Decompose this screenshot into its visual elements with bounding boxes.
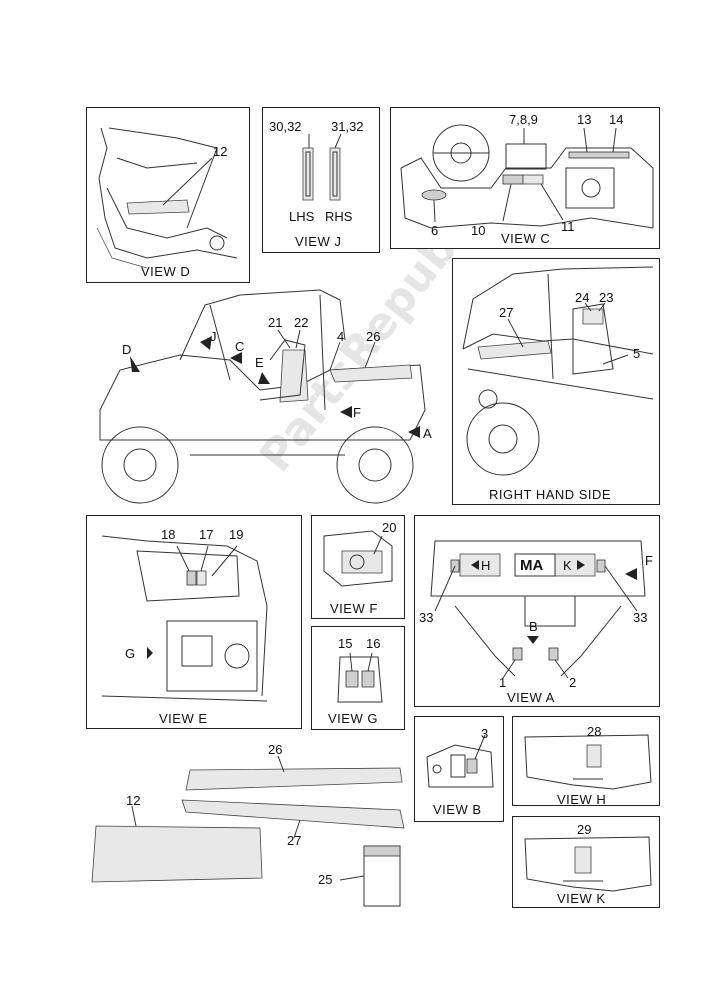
view-j-panel: 30,32 31,32 LHS RHS VIEW J [262, 107, 380, 253]
view-j-title: VIEW J [295, 234, 342, 249]
main-callout-4: 4 [337, 329, 345, 344]
view-a-title: VIEW A [507, 690, 555, 705]
main-arrow-e: E [255, 355, 264, 370]
loose-callout-27: 27 [287, 833, 302, 848]
view-j-callout-left: 30,32 [269, 119, 302, 134]
view-j-drawing [302, 133, 342, 201]
view-a-drawing [430, 540, 646, 679]
view-k-title: VIEW K [557, 891, 606, 906]
view-b-title: VIEW B [433, 802, 482, 817]
view-d-drawing [96, 127, 238, 269]
view-a-callout-33-right: 33 [633, 610, 648, 625]
view-g-drawing [337, 652, 383, 703]
view-a-callout-1: 1 [499, 675, 507, 690]
right-hand-side-panel: 27 24 23 5 RIGHT HAND SIDE [452, 258, 660, 505]
view-k-callout-29: 29 [577, 822, 592, 837]
rhs-callout-23: 23 [599, 290, 614, 305]
view-g-callout-15: 15 [338, 636, 353, 651]
main-callout-21: 21 [268, 315, 283, 330]
view-a-panel: MA H K F B 33 33 1 2 VIEW A [414, 515, 660, 707]
view-b-panel: 3 VIEW B [414, 716, 504, 822]
main-callout-26: 26 [366, 329, 381, 344]
view-e-drawing [101, 535, 268, 702]
view-a-arrow-k: K [563, 558, 572, 573]
view-a-callout-33-left: 33 [419, 610, 434, 625]
view-k-drawing [524, 836, 652, 892]
view-j-lhs-label: LHS [289, 209, 315, 224]
view-c-callout-7-8-9: 7,8,9 [509, 112, 538, 127]
view-a-callout-2: 2 [569, 675, 577, 690]
view-a-badge: MA [520, 557, 544, 574]
view-c-callout-11: 11 [561, 219, 575, 234]
view-e-callout-18: 18 [161, 527, 176, 542]
view-a-arrow-f: F [645, 553, 653, 568]
view-j-callout-right: 31,32 [331, 119, 364, 134]
view-d-panel: 12 VIEW D [86, 107, 250, 283]
main-callout-22: 22 [294, 315, 309, 330]
view-a-arrow-h: H [481, 558, 491, 573]
view-c-callout-10: 10 [471, 223, 486, 238]
main-arrow-a: A [423, 426, 432, 441]
rhs-callout-27: 27 [499, 305, 514, 320]
view-d-callout-12: 12 [213, 144, 228, 159]
view-e-panel: 18 17 19 G VIEW E [86, 515, 302, 729]
main-arrow-d: D [122, 342, 132, 357]
main-arrow-c: C [235, 339, 245, 354]
view-f-drawing [323, 530, 393, 587]
view-g-callout-16: 16 [366, 636, 381, 651]
view-e-callout-17: 17 [199, 527, 214, 542]
view-c-callout-13: 13 [577, 112, 592, 127]
loose-callout-26: 26 [268, 742, 283, 757]
rhs-callout-5: 5 [633, 346, 641, 361]
view-f-title: VIEW F [330, 601, 378, 616]
view-c-callout-14: 14 [609, 112, 624, 127]
main-arrow-f: F [353, 405, 361, 420]
view-c-title: VIEW C [501, 231, 551, 246]
view-c-callout-6: 6 [431, 223, 439, 238]
view-h-callout-28: 28 [587, 724, 602, 739]
view-g-title: VIEW G [328, 711, 378, 726]
view-e-callout-19: 19 [229, 527, 244, 542]
loose-callout-12: 12 [126, 793, 141, 808]
view-h-panel: 28 VIEW H [512, 716, 660, 806]
view-a-arrow-b: B [529, 619, 538, 634]
rhs-callout-24: 24 [575, 290, 590, 305]
view-f-panel: 20 VIEW F [311, 515, 405, 619]
view-k-panel: 29 VIEW K [512, 816, 660, 908]
view-b-drawing [426, 734, 494, 788]
view-e-title: VIEW E [159, 711, 208, 726]
view-j-rhs-label: RHS [325, 209, 353, 224]
loose-callout-25: 25 [318, 872, 333, 887]
right-hand-side-drawing [462, 266, 654, 476]
view-h-drawing [524, 734, 652, 790]
view-c-panel: 7,8,9 13 14 6 10 11 VIEW C [390, 107, 660, 249]
view-e-arrow-g: G [125, 646, 136, 661]
view-f-callout-20: 20 [382, 520, 397, 535]
view-c-drawing [400, 124, 654, 229]
view-g-panel: 15 16 VIEW G [311, 626, 405, 730]
main-arrow-j: J [210, 329, 217, 344]
view-b-callout-3: 3 [481, 726, 489, 741]
rhs-title: RIGHT HAND SIDE [489, 487, 612, 502]
view-h-title: VIEW H [557, 792, 607, 807]
view-d-title: VIEW D [141, 264, 191, 279]
